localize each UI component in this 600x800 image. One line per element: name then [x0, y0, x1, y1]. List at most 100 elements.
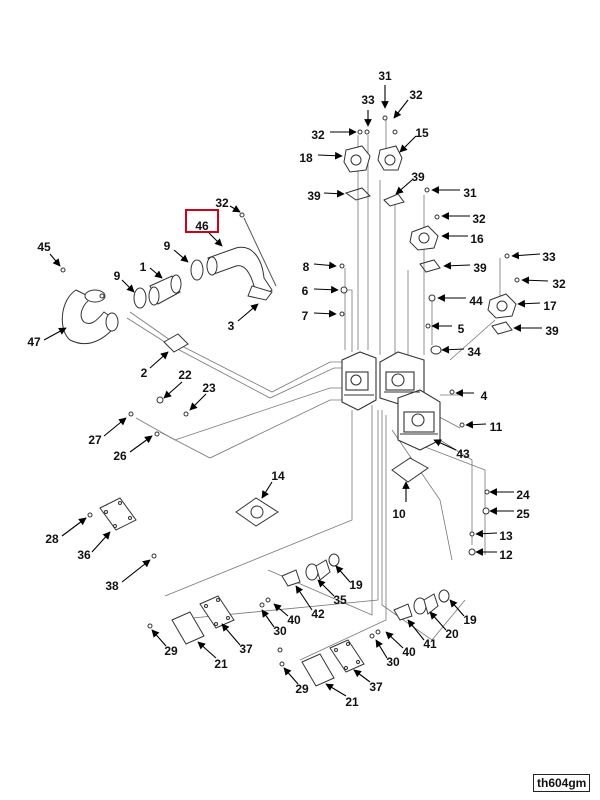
callout-label-27: 27 [88, 433, 102, 447]
callout-arrow-45 [49, 253, 61, 267]
gasket-39d [491, 321, 513, 335]
callout-arrow-37 [221, 623, 241, 646]
callout-label-42: 42 [311, 607, 325, 621]
callout-label-47: 47 [27, 335, 41, 349]
callout-arrow-37 [353, 669, 371, 683]
callout-arrow-40 [385, 631, 404, 649]
callout-arrow-33 [511, 251, 541, 260]
callout-label-21: 21 [214, 657, 228, 671]
callout-arrow-35 [317, 579, 335, 597]
callout-label-30: 30 [273, 624, 287, 638]
callout-arrow-19 [449, 599, 465, 617]
valve-assembly-left [281, 553, 340, 587]
cover-21b [301, 653, 335, 687]
callout-label-29: 29 [295, 682, 309, 696]
callout-label-19: 19 [349, 578, 363, 592]
callout-arrow-9 [121, 279, 135, 293]
cover-36 [99, 497, 137, 531]
callout-label-32: 32 [552, 277, 566, 291]
plug-34 [430, 345, 442, 355]
callout-label-37: 37 [369, 680, 383, 694]
callout-label-8: 8 [303, 260, 310, 274]
callout-label-39: 39 [545, 324, 559, 338]
bracket-2 [163, 333, 189, 353]
valve-assembly-right [393, 589, 450, 621]
diagram-code: th604gm [533, 774, 591, 792]
callout-arrow-14 [261, 481, 273, 499]
callout-label-13: 13 [499, 529, 513, 543]
callout-label-40: 40 [402, 645, 416, 659]
callout-label-37: 37 [239, 642, 253, 656]
callout-arrow-47 [43, 327, 67, 341]
plate-10 [391, 457, 429, 483]
callout-arrow-27 [103, 417, 127, 437]
callout-label-3: 3 [228, 319, 235, 333]
callout-label-24: 24 [516, 488, 530, 502]
callout-arrow-2 [149, 351, 169, 369]
callout-label-19: 19 [463, 613, 477, 627]
manifold-block [341, 351, 441, 451]
callout-label-7: 7 [302, 309, 309, 323]
callout-label-14: 14 [271, 469, 285, 483]
callout-label-39: 39 [411, 170, 425, 184]
callout-arrow-28 [61, 517, 87, 537]
callout-label-31: 31 [463, 186, 477, 200]
callout-label-9: 9 [164, 239, 171, 253]
callout-arrow-39 [323, 189, 345, 198]
callout-arrow-40 [273, 603, 289, 617]
callout-label-17: 17 [543, 299, 557, 313]
callout-label-41: 41 [423, 637, 437, 651]
callout-label-35: 35 [333, 593, 347, 607]
valve-17 [487, 293, 517, 319]
callout-arrow-32 [521, 276, 549, 285]
callout-arrow-26 [129, 435, 153, 453]
callout-label-43: 43 [456, 447, 470, 461]
callout-label-18: 18 [299, 151, 313, 165]
gasket-14 [235, 497, 279, 527]
callout-arrow-42 [295, 585, 313, 611]
callout-arrow-17 [517, 299, 541, 308]
callout-arrow-7 [313, 309, 337, 318]
callout-arrow-20 [429, 611, 447, 631]
tube-1 [148, 274, 182, 306]
callout-label-12: 12 [499, 548, 513, 562]
callout-label-9: 9 [114, 269, 121, 283]
callout-arrow-6 [313, 285, 339, 294]
rod-32 [243, 217, 277, 287]
callout-label-28: 28 [45, 532, 59, 546]
callout-label-21: 21 [345, 695, 359, 709]
valve-18 [343, 145, 371, 173]
callout-label-38: 38 [105, 579, 119, 593]
callout-arrow-3 [237, 303, 259, 322]
callout-label-15: 15 [415, 126, 429, 140]
callout-arrow-1 [149, 267, 163, 279]
callout-arrow-38 [121, 559, 151, 583]
callout-label-36: 36 [77, 548, 91, 562]
callout-arrow-41 [407, 619, 425, 641]
callout-label-32: 32 [215, 196, 229, 210]
callout-label-32: 32 [409, 88, 423, 102]
fasteners [60, 115, 520, 667]
cover-37a [199, 595, 235, 629]
callout-arrow-39 [395, 179, 413, 195]
valve-16 [409, 225, 439, 251]
callout-label-40: 40 [287, 613, 301, 627]
callout-label-22: 22 [178, 368, 192, 382]
callout-label-26: 26 [113, 449, 127, 463]
callout-label-1: 1 [140, 260, 147, 274]
elbow-47 [61, 289, 119, 345]
callout-arrow-11 [465, 420, 487, 429]
callout-arrow-8 [313, 261, 337, 270]
callout-arrow-46 [207, 231, 223, 247]
callout-arrow-29 [151, 629, 167, 647]
callout-arrow-19 [335, 565, 351, 583]
callout-label-29: 29 [164, 644, 178, 658]
cover-37b [329, 639, 365, 673]
callout-label-2: 2 [141, 366, 148, 380]
gasket-39b [383, 193, 405, 207]
callout-label-16: 16 [470, 232, 484, 246]
callout-label-34: 34 [467, 345, 481, 359]
